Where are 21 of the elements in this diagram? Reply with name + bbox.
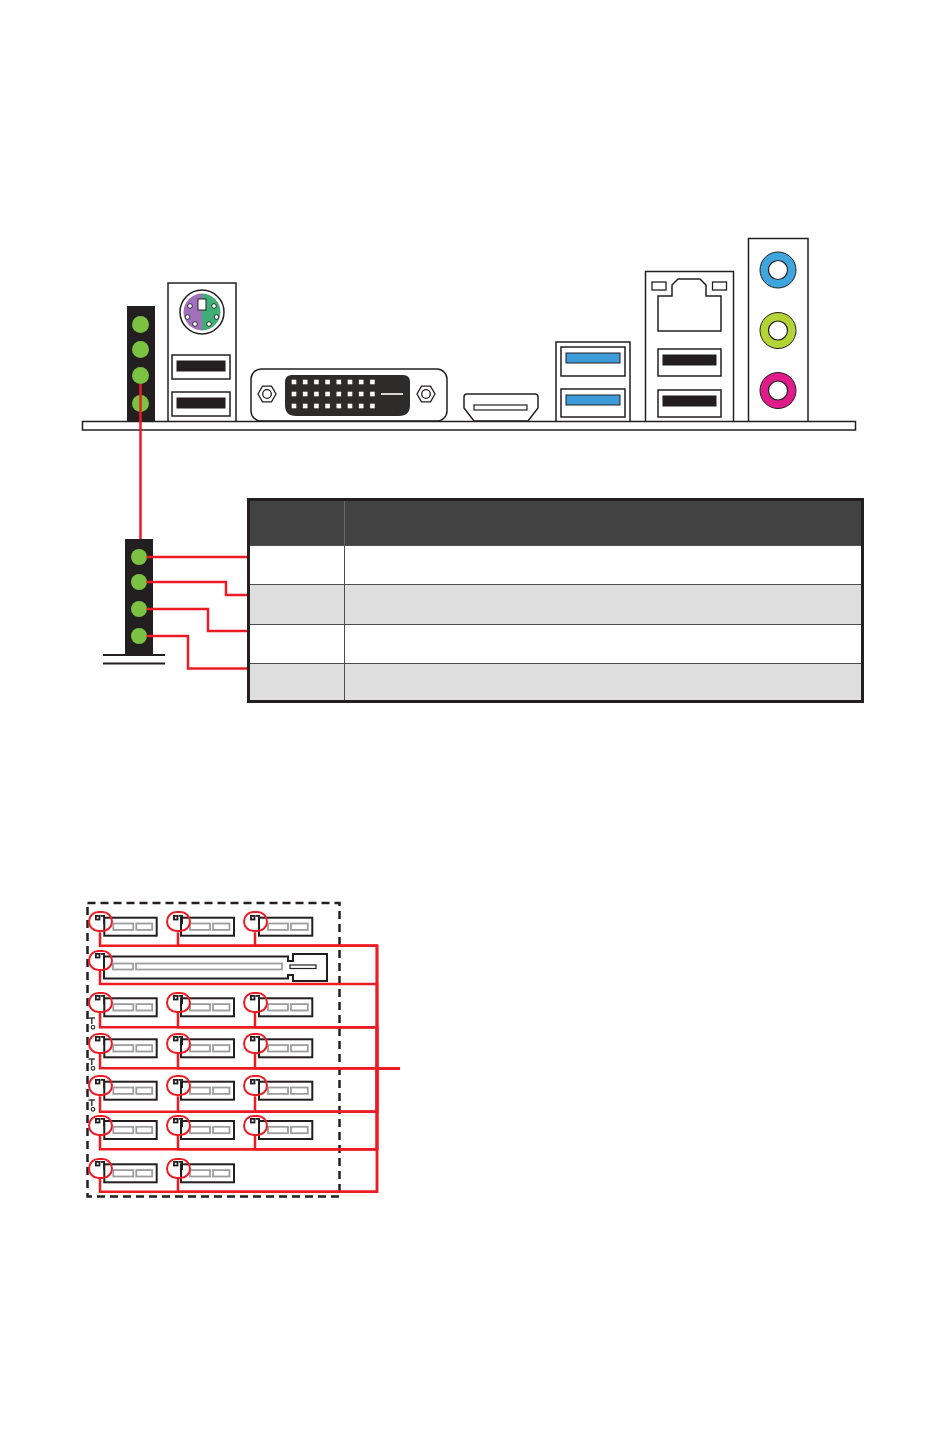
status-led bbox=[130, 628, 147, 644]
leader-line bbox=[146, 634, 247, 670]
leader-line bbox=[146, 580, 247, 597]
table-row bbox=[250, 624, 861, 663]
leader-line bbox=[146, 607, 247, 633]
table-row bbox=[250, 584, 861, 624]
status-led bbox=[130, 549, 147, 565]
led-strip bbox=[125, 539, 153, 655]
table-row bbox=[250, 663, 861, 700]
table bbox=[247, 498, 864, 703]
status-led bbox=[130, 574, 147, 590]
leader-line bbox=[176, 1067, 400, 1193]
status-led bbox=[130, 601, 147, 617]
table-row bbox=[250, 545, 861, 584]
status-led bbox=[132, 315, 149, 333]
leader-line bbox=[146, 555, 247, 559]
status-led bbox=[132, 367, 149, 384]
led-strip bbox=[127, 306, 155, 421]
table-header-row bbox=[250, 501, 861, 545]
status-led bbox=[132, 341, 149, 358]
leader-line bbox=[139, 384, 142, 539]
